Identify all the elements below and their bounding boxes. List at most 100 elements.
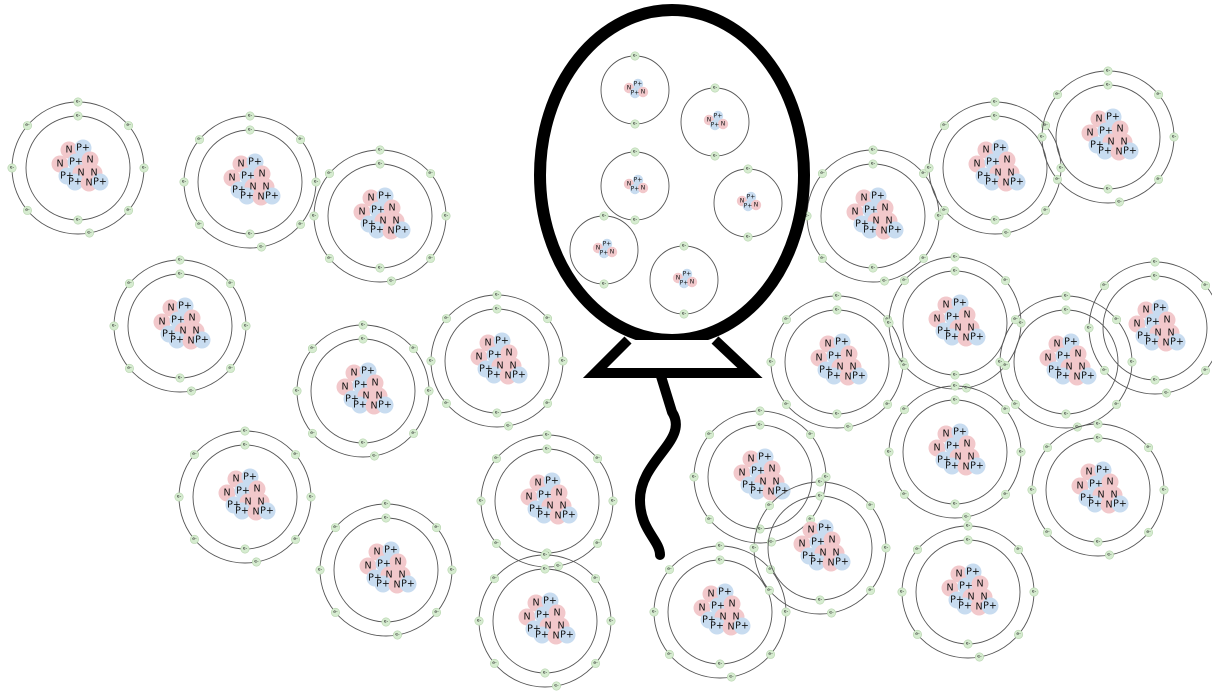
proton-label: P+ (543, 596, 557, 607)
electron: e- (475, 617, 483, 625)
electron: e- (1201, 281, 1209, 289)
electron: e- (1100, 366, 1108, 374)
neutron-label: N (223, 488, 230, 499)
neutron-label: N (237, 159, 244, 170)
electron-label: e- (312, 214, 317, 219)
electron-label: e- (884, 546, 889, 551)
electron: e- (711, 84, 719, 92)
proton-label: P+ (377, 559, 391, 570)
proton-label: P+ (395, 225, 409, 236)
electron-label: e- (76, 218, 81, 223)
electron-label: e- (1030, 488, 1035, 493)
electron: e- (296, 135, 304, 143)
proton-label: P+ (378, 191, 392, 202)
electron: e- (1002, 229, 1010, 237)
outside-atom: e-e-e-e-e-e-e-e-e-e-NP+NP+NNP+NP+NP+ (650, 542, 790, 681)
proton-label: P+ (953, 298, 967, 309)
electron-label: e- (993, 218, 998, 223)
proton-label: P+ (983, 601, 997, 612)
electron: e- (885, 448, 893, 456)
electron-label: e- (76, 114, 81, 119)
electron: e- (593, 539, 601, 547)
proton-label: P+ (370, 225, 384, 236)
electron: e- (124, 206, 132, 214)
electron: e- (591, 659, 599, 667)
electron: e- (962, 513, 970, 521)
electron-label: e- (964, 385, 969, 390)
neutron-label: N (387, 226, 394, 237)
electron: e- (951, 371, 959, 379)
electron: e- (504, 422, 512, 430)
electron: e- (680, 242, 688, 250)
neutron-label: N (1116, 124, 1123, 135)
neutron-label: N (371, 378, 378, 389)
electron: e- (816, 492, 824, 500)
electron-label: e- (977, 654, 982, 659)
electron-label: e- (835, 412, 840, 417)
proton-label: P+ (1057, 351, 1071, 362)
electron: e- (869, 264, 877, 272)
proton-label: P+ (1081, 371, 1095, 382)
electron: e- (883, 400, 891, 408)
proton-label: P+ (1088, 499, 1102, 510)
electron: e- (382, 618, 390, 626)
balloon-string (640, 373, 676, 555)
neutron-label: N (845, 349, 852, 360)
electron-label: e- (902, 278, 907, 283)
electron-label: e- (10, 166, 15, 171)
neutron-label: N (962, 462, 969, 473)
electron-label: e- (112, 324, 117, 329)
electron: e- (426, 169, 434, 177)
electron: e- (900, 405, 908, 413)
proton-label: P+ (852, 371, 866, 382)
electron: e- (1001, 405, 1009, 413)
electron-label: e- (769, 539, 774, 544)
electron-label: e- (871, 148, 876, 153)
electron-label: e- (1045, 530, 1050, 535)
electron: e- (766, 650, 774, 658)
electron-label: e- (818, 494, 823, 499)
electron: e- (1170, 133, 1178, 141)
electron-label: e- (1203, 368, 1208, 373)
electron-label: e- (602, 214, 607, 219)
electron: e- (964, 522, 972, 530)
electron-label: e- (921, 256, 926, 261)
electron-label: e- (1162, 488, 1167, 493)
electron-label: e- (1164, 390, 1169, 395)
electron-label: e- (682, 312, 687, 317)
electron-label: e- (871, 162, 876, 167)
outside-atom: e-e-e-e-e-e-e-e-e-e-NP+NP+NNP+NP+NP+ (767, 292, 907, 431)
electron-label: e- (595, 456, 600, 461)
electron-label: e- (295, 389, 300, 394)
electron: e- (665, 650, 673, 658)
electron-label: e- (384, 516, 389, 521)
electron: e- (1104, 67, 1112, 75)
electron: e- (782, 608, 790, 616)
electron: e- (756, 407, 764, 415)
proton-label: P+ (747, 194, 756, 201)
proton-label: P+ (1010, 177, 1024, 188)
proton-label: P+ (560, 630, 574, 641)
electron-label: e- (142, 166, 147, 171)
electron: e- (432, 608, 440, 616)
electron-label: e- (718, 544, 723, 549)
neutron-label: N (394, 557, 401, 568)
neutron-label: N (475, 352, 482, 363)
electron: e- (187, 387, 195, 395)
neutron-label: N (1076, 481, 1083, 492)
electron-label: e- (197, 222, 202, 227)
electron-label: e- (126, 123, 131, 128)
electron-label: e- (829, 610, 834, 615)
electron: e- (631, 216, 639, 224)
neutron-label: N (754, 202, 759, 209)
electron: e- (665, 565, 673, 573)
electron-label: e- (902, 492, 907, 497)
proton-label: P+ (966, 567, 980, 578)
electron-label: e- (1102, 368, 1107, 373)
electron-label: e- (1043, 123, 1048, 128)
neutron-label: N (641, 89, 646, 96)
electron: e- (1041, 206, 1049, 214)
electron: e- (1028, 486, 1036, 494)
electron-label: e- (993, 100, 998, 105)
electron: e- (1038, 133, 1046, 141)
